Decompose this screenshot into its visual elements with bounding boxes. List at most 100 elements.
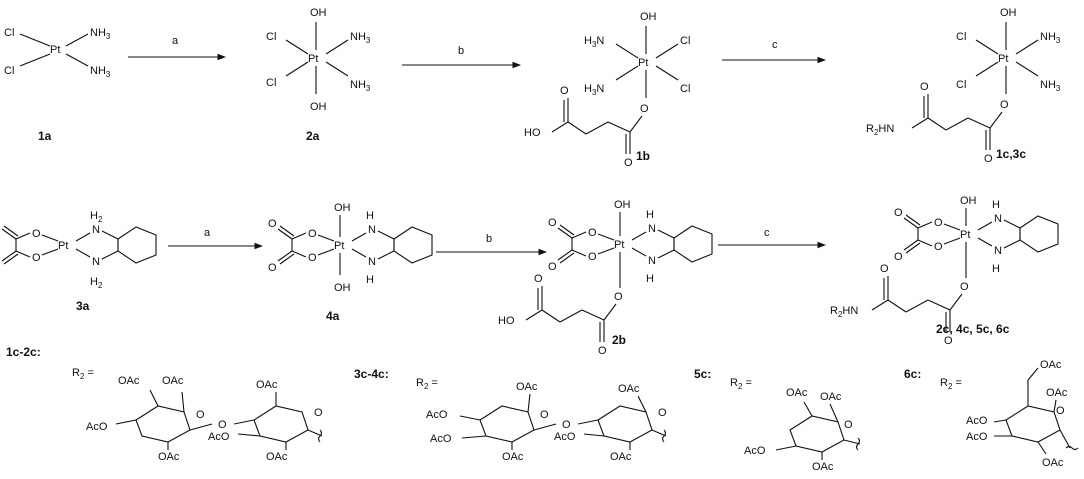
- group-label-3c4c: 3c-4c:: [354, 367, 389, 381]
- svg-text:H: H: [366, 210, 374, 222]
- svg-text:Cl: Cl: [266, 77, 276, 89]
- label-1a: 1a: [38, 129, 52, 143]
- svg-text:OH: OH: [310, 7, 327, 19]
- label-4a: 4a: [326, 309, 340, 323]
- svg-text:O: O: [540, 409, 549, 421]
- svg-text:O: O: [598, 345, 607, 357]
- svg-text:O: O: [960, 281, 969, 293]
- svg-text:O: O: [658, 407, 667, 419]
- compound-1a-structure: [3, 26, 112, 80]
- svg-text:OH: OH: [334, 282, 351, 294]
- svg-text:O: O: [920, 81, 929, 93]
- r2-galactose-structure: O OAc OAc AcO OAc: [744, 387, 861, 473]
- svg-text:OAc: OAc: [1040, 359, 1062, 371]
- svg-text:O: O: [560, 85, 569, 97]
- svg-text:NH3: NH3: [350, 31, 371, 45]
- svg-text:H: H: [992, 263, 1000, 275]
- svg-text:OAc: OAc: [256, 379, 278, 391]
- svg-text:O: O: [944, 335, 953, 347]
- svg-text:Cl: Cl: [956, 31, 966, 43]
- group-label-6c: 6c:: [904, 367, 921, 381]
- svg-text:O: O: [640, 103, 649, 115]
- svg-text:NH3: NH3: [1040, 31, 1061, 45]
- svg-text:Cl: Cl: [956, 79, 966, 91]
- svg-text:AcO: AcO: [86, 421, 108, 433]
- svg-text:OAc: OAc: [162, 375, 184, 387]
- label-2a: 2a: [306, 129, 320, 143]
- svg-text:OAc: OAc: [820, 391, 842, 403]
- r2-mannose-structure: O OAc OAc AcO AcO OAc: [966, 359, 1079, 469]
- svg-text:O: O: [534, 273, 543, 285]
- svg-text:AcO: AcO: [744, 445, 766, 457]
- svg-text:Pt: Pt: [334, 240, 344, 252]
- svg-text:HO: HO: [524, 127, 541, 139]
- svg-text:H: H: [646, 209, 654, 221]
- svg-text:H3N: H3N: [584, 35, 604, 49]
- svg-text:OAc: OAc: [1046, 387, 1068, 399]
- svg-text:O: O: [218, 419, 227, 431]
- svg-text:Pt: Pt: [960, 229, 970, 241]
- step-a-row1: a: [172, 35, 179, 47]
- svg-text:OH: OH: [1000, 7, 1017, 19]
- svg-text:OAc: OAc: [786, 387, 808, 399]
- svg-text:AcO: AcO: [426, 409, 448, 421]
- step-c-row1: c: [772, 39, 778, 51]
- r2-maltose-structure: O O O OAc AcO AcO OAc OAc AcO OAc: [426, 381, 667, 463]
- compound-2a-structure: OH OH Cl Cl NH3 NH3: [266, 7, 371, 113]
- svg-text:O: O: [314, 407, 323, 419]
- svg-text:OAc: OAc: [266, 451, 288, 463]
- svg-text:O: O: [1000, 99, 1009, 111]
- group-label-1c2c: 1c-2c:: [6, 345, 41, 359]
- svg-text:O: O: [562, 419, 571, 431]
- label-2c4c5c6c: 2c, 4c, 5c, 6c: [936, 322, 1010, 336]
- compound-1b-structure: OH O H3N H3N Cl Cl O O HO: [524, 11, 690, 169]
- svg-text:R2HN: R2HN: [830, 305, 858, 319]
- svg-text:Cl: Cl: [680, 35, 690, 47]
- label-2b: 2b: [612, 333, 626, 347]
- svg-text:OH: OH: [960, 195, 977, 207]
- svg-text:Cl: Cl: [266, 31, 276, 43]
- svg-text:HO: HO: [498, 315, 515, 327]
- svg-text:OAc: OAc: [812, 461, 834, 473]
- group-label-5c: 5c:: [694, 367, 711, 381]
- svg-text:OAc: OAc: [610, 451, 632, 463]
- svg-text:O: O: [844, 419, 853, 431]
- svg-text:OAc: OAc: [502, 451, 524, 463]
- svg-text:O: O: [1056, 405, 1065, 417]
- compound-4a-structure: Pt OH OH H H: [267, 202, 433, 294]
- label-1c3c: 1c,3c: [996, 147, 1026, 161]
- svg-text:H2: H2: [90, 276, 103, 290]
- svg-text:H2: H2: [90, 210, 103, 224]
- label-3a: 3a: [76, 299, 90, 313]
- svg-text:OAc: OAc: [118, 375, 140, 387]
- r2-eq-1: R2 =: [72, 367, 94, 381]
- svg-text:OAc: OAc: [516, 381, 538, 393]
- svg-text:OAc: OAc: [1042, 457, 1064, 469]
- r2-eq-2: R2 =: [416, 377, 438, 391]
- svg-text:O: O: [196, 409, 205, 421]
- svg-text:H3N: H3N: [584, 83, 604, 97]
- svg-text:Cl: Cl: [680, 83, 690, 95]
- svg-text:H: H: [366, 274, 374, 286]
- svg-text:AcO: AcO: [554, 431, 576, 443]
- svg-text:AcO: AcO: [430, 433, 452, 445]
- svg-text:R2HN: R2HN: [866, 123, 894, 137]
- svg-text:OH: OH: [640, 11, 657, 23]
- svg-text:Pt: Pt: [614, 239, 624, 251]
- svg-text:NH3: NH3: [1040, 79, 1061, 93]
- svg-text:OAc: OAc: [158, 451, 180, 463]
- svg-text:AcO: AcO: [208, 431, 230, 443]
- compound-2b-structure: Pt OH O H H O O HO: [498, 199, 713, 357]
- svg-text:OH: OH: [334, 202, 351, 214]
- r2-eq-4: R2 =: [940, 377, 962, 391]
- compound-1c3c-structure: OH O Cl Cl NH3 NH3 O O R2HN: [866, 7, 1061, 165]
- svg-text:O: O: [614, 291, 623, 303]
- step-b-row2: b: [486, 233, 492, 245]
- svg-text:NH3: NH3: [350, 79, 371, 93]
- svg-text:AcO: AcO: [966, 415, 988, 427]
- step-a-row2: a: [204, 227, 211, 239]
- r2-eq-3: R2 =: [730, 377, 752, 391]
- svg-text:O: O: [984, 153, 993, 165]
- compound-3a-structure: Pt H2 H2: [0, 210, 157, 290]
- svg-text:OH: OH: [614, 199, 631, 211]
